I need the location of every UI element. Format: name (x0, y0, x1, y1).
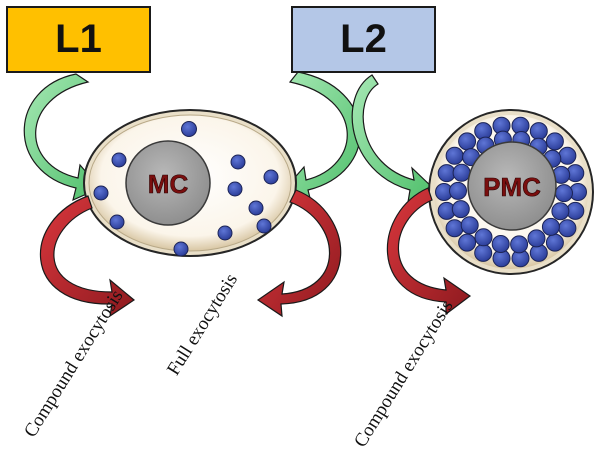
granule (451, 200, 470, 219)
pmc-granules (435, 116, 587, 268)
granule (230, 154, 246, 170)
granule (449, 181, 467, 200)
granule (474, 228, 493, 247)
granule (551, 202, 570, 221)
granule (217, 225, 233, 241)
granule (474, 243, 493, 262)
granule (109, 214, 125, 230)
mc-granules (93, 121, 279, 257)
granule (445, 146, 464, 165)
red-arrow-mc-full (256, 189, 342, 318)
green-arrow-l2-to-pmc (351, 74, 436, 204)
granule (491, 235, 510, 253)
granule (445, 219, 464, 238)
red-arrow-pmc-compound (386, 187, 472, 316)
granule (227, 181, 243, 197)
granule (529, 122, 548, 141)
granule (545, 233, 564, 252)
mc-core (125, 140, 211, 226)
granule (111, 152, 127, 168)
granule (173, 241, 189, 257)
mc-label: MC (148, 169, 189, 199)
red-arrow-mc-compound (40, 195, 136, 318)
ligand-box-l2: L2 (291, 6, 436, 73)
ligand-box-l1: L1 (6, 6, 151, 73)
mast-cell: MC (83, 109, 297, 257)
granule (545, 132, 564, 151)
granule (555, 184, 573, 203)
granule (248, 200, 264, 216)
granule (510, 235, 529, 254)
granule (558, 219, 577, 238)
green-arrow-l1-to-mc (23, 73, 101, 202)
pmc-label: PMC (483, 172, 541, 202)
granule (527, 229, 546, 248)
ligand-label-l2: L2 (340, 17, 387, 61)
pmc-cell: PMC (428, 109, 594, 275)
granule (256, 218, 272, 234)
granule (558, 146, 577, 165)
granule (460, 216, 479, 235)
ligand-label-l1: L1 (55, 17, 102, 61)
pmc-core (467, 141, 557, 231)
granule (458, 233, 477, 252)
granule (452, 163, 471, 182)
granule (263, 169, 279, 185)
granule (93, 185, 109, 201)
granule (541, 217, 560, 236)
granule (458, 132, 477, 151)
granule (181, 121, 197, 137)
